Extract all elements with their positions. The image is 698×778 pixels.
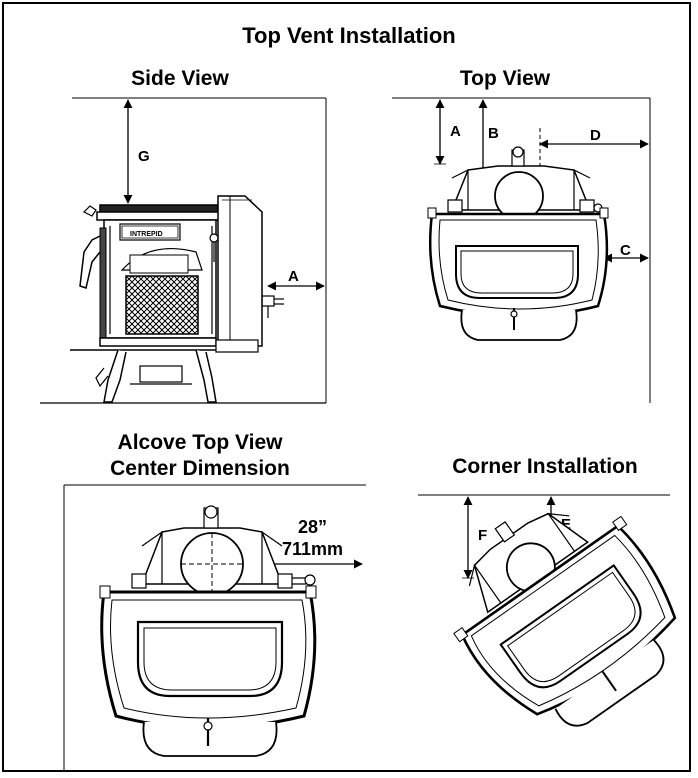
alcove-view-title: Alcove Top View Center Dimension <box>70 430 330 482</box>
corner-label-f: F <box>478 527 488 544</box>
side-label-g: G <box>138 148 150 165</box>
alcove-title-line-2: Center Dimension <box>110 457 290 480</box>
side-view-title: Side View <box>131 67 229 90</box>
alcove-dim-inches: 28” <box>298 517 328 537</box>
top-label-a: A <box>450 123 461 140</box>
top-label-d: D <box>590 127 601 144</box>
diagram-title: Top Vent Installation <box>242 23 456 48</box>
side-badge: INTREPID <box>130 231 163 238</box>
top-label-c: C <box>620 242 631 259</box>
alcove-dim-mm: 711mm <box>282 539 344 559</box>
top-view-drawing <box>392 97 651 403</box>
corner-view-drawing <box>418 494 677 727</box>
side-view-drawing <box>40 97 327 404</box>
corner-label-e: E <box>561 516 572 533</box>
alcove-title-line-1: Alcove Top View <box>117 431 283 454</box>
alcove-view-drawing <box>63 484 366 770</box>
side-label-a: A <box>288 268 299 285</box>
top-view-title: Top View <box>459 67 551 90</box>
diagram-frame <box>2 2 691 772</box>
alcove-center-dimension: 28” 711mm <box>282 516 343 560</box>
top-label-b: B <box>488 125 499 142</box>
corner-view-title: Corner Installation <box>452 455 638 478</box>
